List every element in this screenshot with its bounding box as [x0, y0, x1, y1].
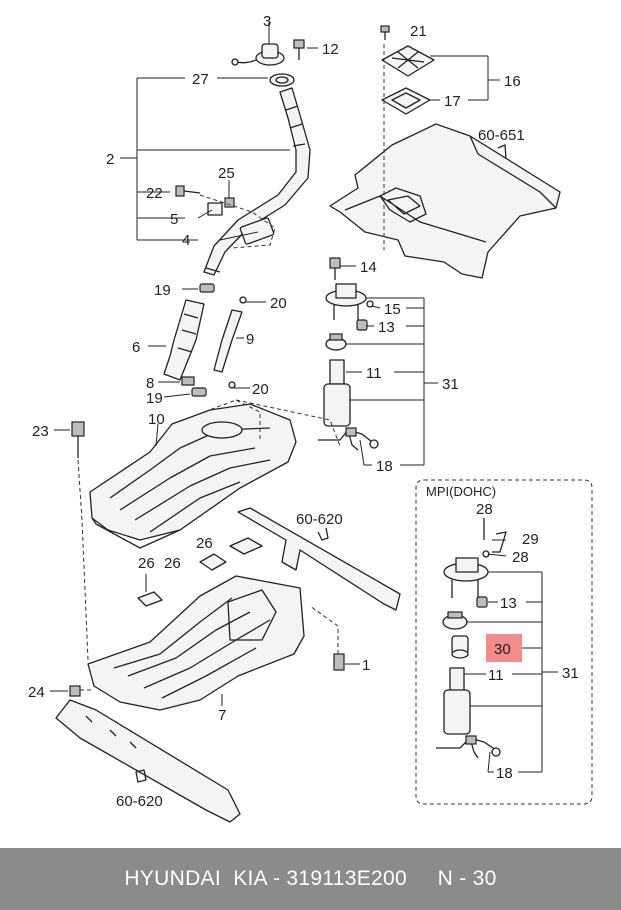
clamp-19a	[182, 283, 215, 293]
bolt-1	[309, 605, 360, 671]
callout-29: 29	[522, 531, 539, 548]
footer-bar: HYUNDAI KIA - 319113E200 N - 30	[0, 848, 621, 910]
callout-27: 27	[192, 71, 209, 88]
nut-25	[224, 197, 235, 208]
bolt-12	[293, 39, 305, 60]
connector-13a	[356, 319, 368, 331]
footer-spacer	[407, 867, 438, 891]
connector-13b	[476, 596, 488, 608]
fuel-tank-10	[89, 399, 341, 549]
access-cover-16	[381, 45, 435, 77]
callout-60-651: 60-651	[478, 127, 525, 144]
regulator-mpi	[442, 611, 468, 630]
callout-15: 15	[384, 301, 401, 318]
pump-regulator	[325, 333, 347, 351]
pump-flange-15	[325, 283, 374, 320]
variant-box-mpi-dohc	[415, 479, 593, 805]
pad-26c	[137, 574, 163, 607]
callout-20b: 20	[252, 381, 269, 398]
callout-9: 9	[246, 331, 254, 348]
callout-18b: 18	[496, 765, 513, 782]
callout-20a: 20	[270, 295, 287, 312]
callout-5: 5	[170, 211, 178, 228]
callout-8: 8	[146, 375, 154, 392]
callout-1: 1	[362, 657, 370, 674]
floor-panel-60-651	[329, 44, 561, 279]
callout-26b: 26	[164, 555, 181, 572]
group-2-bracket	[120, 22, 318, 241]
hose-6	[148, 299, 205, 381]
clamp-8	[158, 376, 195, 386]
access-gasket-17	[381, 87, 431, 115]
clamp-19b	[163, 387, 207, 398]
highlight-30	[486, 634, 522, 662]
clamp-20a	[239, 296, 266, 304]
bolt-23	[54, 421, 89, 661]
callout-21: 21	[410, 23, 427, 40]
callout-13b: 13	[500, 595, 517, 612]
fuel-filler-cap	[231, 43, 285, 66]
filler-neck-pipe	[203, 87, 311, 276]
callout-22: 22	[146, 185, 163, 202]
footer-page: N - 30	[437, 867, 497, 890]
screw-14	[329, 257, 356, 280]
variant-title: MPI(DOHC)	[426, 484, 496, 499]
callout-11b: 11	[488, 667, 504, 684]
filler-neck-gasket	[269, 73, 295, 87]
callout-17: 17	[444, 93, 461, 110]
callout-14: 14	[360, 259, 377, 276]
pad-26a	[229, 537, 263, 555]
bracket-dash-box	[199, 194, 276, 249]
callout-6: 6	[132, 339, 140, 356]
callout-30: 30	[494, 641, 511, 658]
callout-18a: 18	[376, 458, 393, 475]
callout-28b: 28	[512, 549, 529, 566]
group-31b-bracket	[464, 539, 558, 773]
pad-26b	[199, 553, 227, 571]
bolt-22	[175, 185, 201, 197]
callout-31a: 31	[442, 376, 459, 393]
nut-24	[50, 685, 92, 697]
callout-7: 7	[218, 707, 226, 724]
group-16-bracket	[430, 55, 500, 101]
crossmember-60-620b	[55, 699, 241, 823]
pump-body-11b	[443, 667, 471, 735]
callout-60-620b: 60-620	[116, 793, 163, 810]
screw-21	[380, 25, 390, 40]
pump-flange-mpi	[443, 557, 489, 598]
clamp-20b	[228, 381, 250, 389]
callout-19b: 19	[146, 390, 163, 407]
callout-19a: 19	[154, 282, 171, 299]
callout-16: 16	[504, 73, 521, 90]
filter-30	[451, 635, 469, 659]
callout-10: 10	[148, 411, 165, 428]
callout-24: 24	[28, 684, 45, 701]
callout-2: 2	[106, 151, 114, 168]
callout-23: 23	[32, 423, 49, 440]
clip-29	[492, 531, 507, 553]
callout-60-620a: 60-620	[296, 511, 343, 528]
callout-12: 12	[322, 41, 339, 58]
sender-18b	[436, 735, 501, 759]
crossmember-60-620a	[237, 507, 401, 611]
footer-part-number: HYUNDAI KIA - 319113E200	[124, 867, 407, 890]
fuel-system-diagram: 3 12 27 2 25 22 5 4 21 16 17 60-651 14 1…	[28, 13, 593, 823]
pump-body-11a	[323, 359, 351, 427]
callout-4: 4	[182, 232, 190, 249]
callout-26a: 26	[196, 535, 213, 552]
callout-25: 25	[218, 165, 235, 182]
callout-28a: 28	[476, 501, 493, 518]
callout-13a: 13	[378, 319, 395, 336]
callout-3: 3	[263, 13, 271, 30]
callout-26c: 26	[138, 555, 155, 572]
callout-31b: 31	[562, 665, 579, 682]
sender-18a	[318, 427, 379, 451]
tank-protector-7	[87, 575, 305, 711]
group-31a-bracket	[346, 297, 438, 466]
hose-9	[213, 309, 244, 373]
callout-11a: 11	[366, 365, 382, 382]
